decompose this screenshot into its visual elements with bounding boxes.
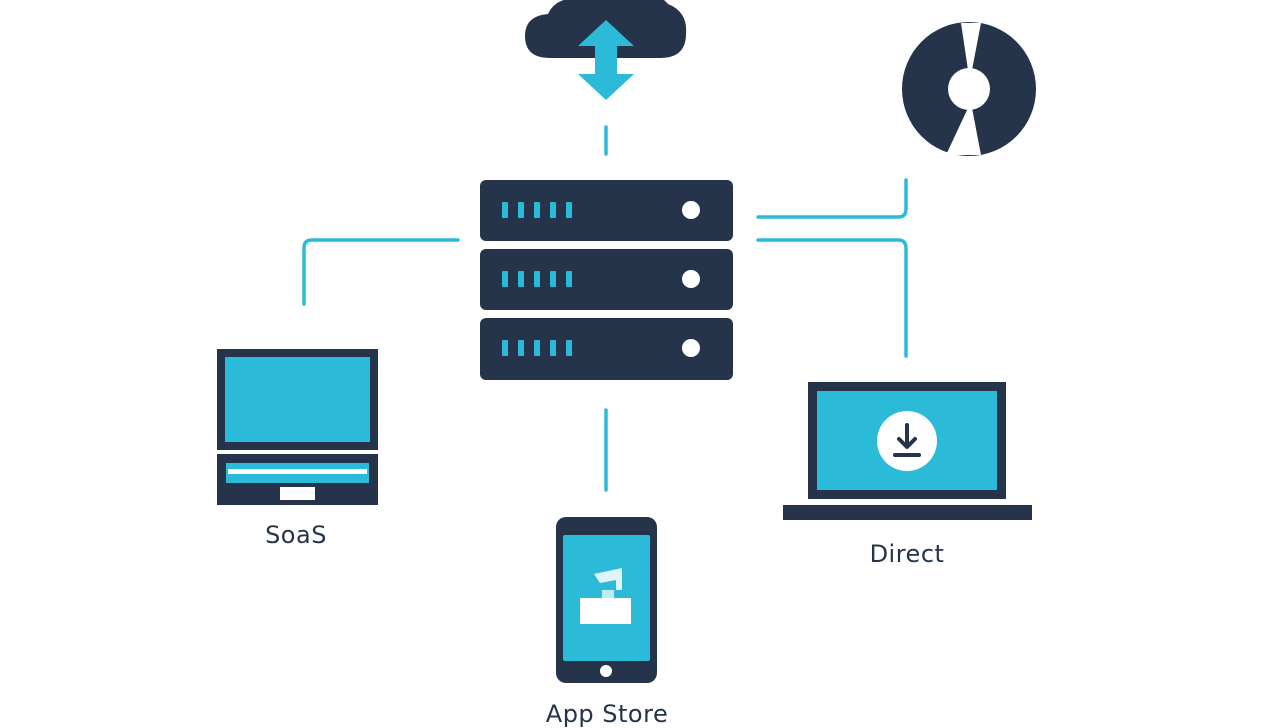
cloud-sync-icon <box>525 0 687 100</box>
direct-label: Direct <box>869 540 945 568</box>
app-store-label: App Store <box>545 700 669 728</box>
laptop-download-icon <box>783 382 1032 520</box>
connectors <box>302 125 908 492</box>
connector-server-disc <box>756 178 908 219</box>
connector-server-saas <box>302 238 460 306</box>
connector-server-direct <box>756 238 908 358</box>
server-unit <box>480 249 733 310</box>
server-rack-icon <box>480 180 733 380</box>
server-unit <box>480 318 733 380</box>
saas-label: SoaS <box>265 521 327 549</box>
disc-icon <box>902 22 1036 156</box>
smartphone-app-icon <box>556 517 657 683</box>
laptop-icon <box>217 349 378 505</box>
server-unit <box>480 180 733 241</box>
